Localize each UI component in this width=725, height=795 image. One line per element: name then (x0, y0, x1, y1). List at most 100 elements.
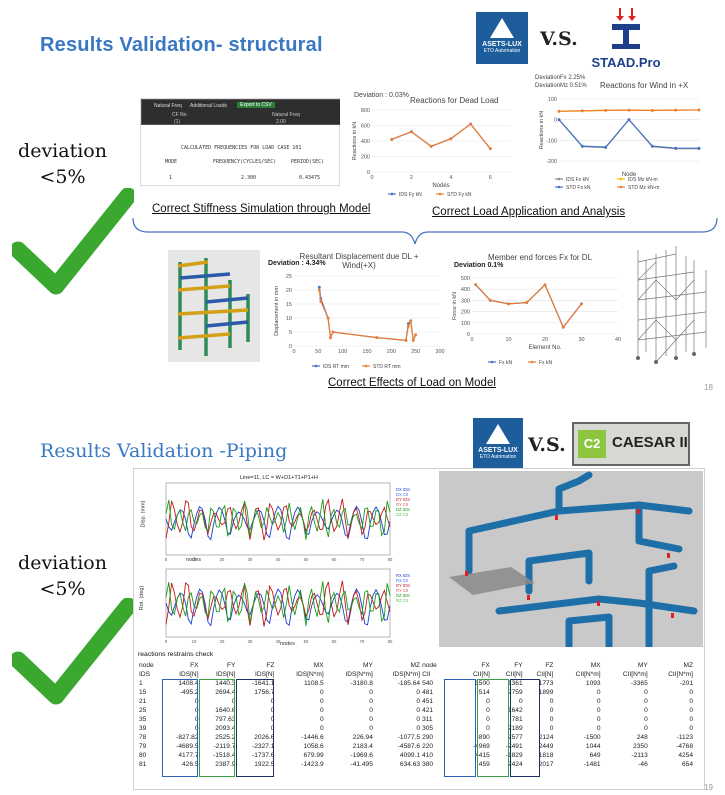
export-csv-button[interactable]: Export to CSV (237, 102, 275, 108)
y-axis-label: Reactions in kN (352, 122, 358, 161)
table-cell: 0 (319, 707, 324, 714)
table-cell: 459 (478, 761, 490, 768)
legend-label: IDS Fx kN (566, 177, 589, 183)
data-point (411, 339, 415, 342)
dead-load-chart: Deviation : 0.03% Reactions for Dead Loa… (340, 88, 520, 203)
plot2-xlabel: nodes (280, 641, 295, 647)
table-cell: 0 (194, 716, 199, 723)
y-tick-label: 600 (361, 124, 370, 130)
x-axis-label: Node (622, 172, 637, 178)
table-cell: 0 (596, 716, 601, 723)
check-mark-icon (12, 598, 134, 705)
x-tick-label: 50 (304, 639, 309, 644)
x-tick-label: 80 (388, 639, 393, 644)
wireframe-model-3d (636, 246, 707, 364)
table-cell: 0 (596, 698, 601, 705)
y-tick-label: 400 (361, 139, 370, 145)
table-cell: 226.94 (352, 734, 373, 741)
table-cell: -4768 (676, 743, 693, 750)
table-cell: -1737.6 (252, 752, 275, 759)
table-cell: 4415 (475, 752, 490, 759)
table-cell: 0 (596, 725, 601, 732)
data-point (557, 109, 561, 113)
table-cell: 4099.1 (399, 752, 421, 759)
table-cell: MX (590, 662, 601, 669)
table-cell: -1500 (583, 734, 601, 741)
x-tick-label: 30 (578, 337, 584, 343)
x-tick-label: 0 (165, 557, 168, 562)
legend-rz-cii: RZ CII (396, 598, 409, 603)
table-cell: 39 (139, 725, 147, 732)
table-cell: -1077.5 (397, 734, 421, 741)
x-tick-label: 60 (332, 639, 337, 644)
table-cell: -2491 (505, 743, 523, 750)
col-cf-no: CF No. (172, 112, 188, 118)
table-cell: -185.64 (397, 680, 421, 687)
data-point (410, 130, 413, 134)
table-cell: 0 (416, 725, 421, 732)
y-tick-label: 10 (286, 316, 292, 322)
table-cell: 0 (416, 707, 421, 714)
plot-title: Line=11, LC = W+D1+T1+P1+H (240, 475, 318, 481)
table-cell: 290 (422, 734, 434, 741)
legend-dy-ids: DY IDS (396, 497, 410, 502)
table-cell: 0 (689, 725, 693, 732)
piping-3d-view[interactable] (439, 471, 703, 647)
table-cell: 305 (422, 725, 434, 732)
page-number: 19 (704, 783, 713, 792)
y-tick-label: 0 (367, 170, 370, 176)
x-tick-label: 200 (387, 349, 396, 355)
table-cell: 0 (194, 698, 199, 705)
deviation-line2: <5% (39, 578, 86, 600)
vs-label: V.S. (540, 28, 578, 50)
table-cell: -4689.5 (176, 743, 199, 750)
deviation-line2: <5% (39, 166, 86, 188)
tab-additional-loads[interactable]: Additional Loads (190, 103, 227, 109)
table-cell: 410 (422, 752, 434, 759)
asets-logo-icon (486, 424, 510, 444)
table-cell: 0 (689, 707, 693, 714)
table-cell: 0 (689, 698, 693, 705)
table-cell: 1044 (585, 743, 601, 750)
data-point (474, 283, 478, 286)
x-tick-label: 70 (360, 557, 365, 562)
data-point (409, 319, 413, 323)
table-cell: 0 (644, 725, 648, 732)
table-cell: node (422, 662, 437, 669)
asets-logo-name: ASETS-LUX (478, 447, 518, 454)
table-cell: 1440.3 (215, 680, 236, 687)
oscillation-line (165, 499, 391, 540)
freq-col-frequency: FREQUENCY(CYCLES/SEC) (213, 159, 277, 165)
y-tick-label: 20 (286, 288, 292, 294)
table-cell: -2113 (631, 752, 648, 759)
table-cell: CII[N*m] (668, 671, 693, 678)
tab-natural-freq[interactable]: Natural Freq (154, 103, 182, 109)
series-line (475, 283, 582, 329)
data-point (404, 339, 408, 342)
table-cell: -2327.1 (252, 743, 275, 750)
displacement-title: Resultant Displacement due DL + Wind(+X) (299, 252, 419, 270)
x-tick-label: 50 (315, 349, 321, 355)
asets-logo-sub: ETO Automation (483, 48, 521, 54)
table-cell: 2026.6 (254, 734, 275, 741)
table-cell: 1818 (538, 752, 554, 759)
data-point (557, 118, 561, 122)
table-cell: 2759 (507, 689, 523, 696)
table-cell: IDS[N*m] (296, 671, 324, 678)
table-cell: FX (190, 662, 199, 669)
data-point (650, 144, 654, 148)
y-tick-label: 100 (461, 321, 470, 327)
table-cell: 220 (422, 743, 434, 750)
data-point (375, 336, 379, 339)
table-cell: 0 (549, 698, 554, 705)
staad-logo-name: STAAD.Pro (591, 55, 661, 70)
table-cell: 0 (596, 689, 601, 696)
table-cell: node (139, 662, 154, 669)
